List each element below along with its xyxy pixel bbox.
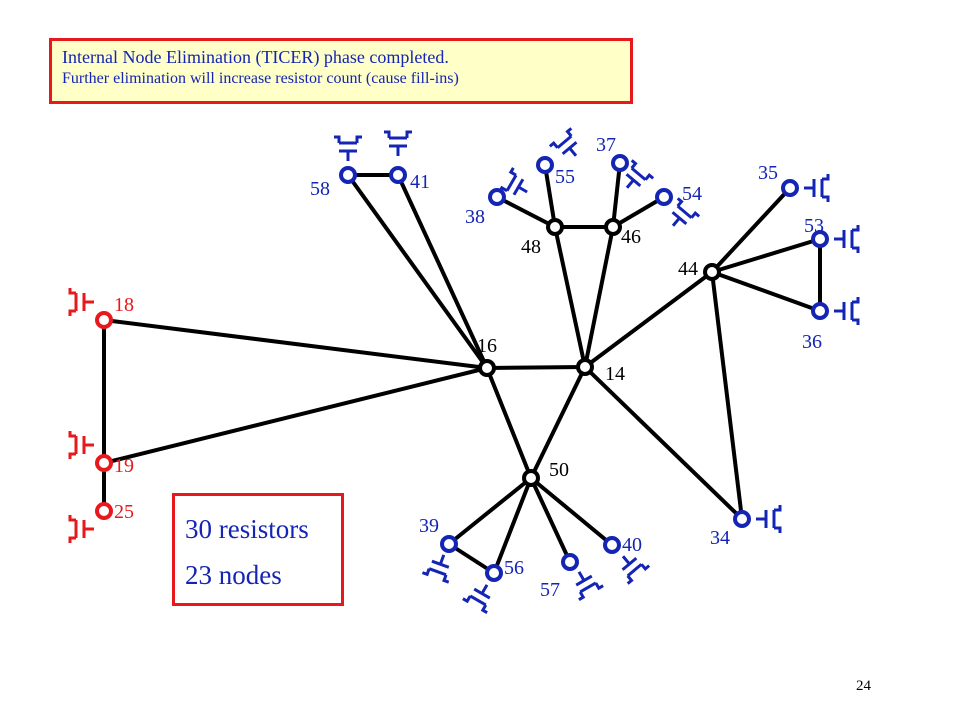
note-subtitle: Further elimination will increase resist… — [62, 70, 459, 87]
note-title: Internal Node Elimination (TICER) phase … — [62, 47, 449, 67]
node-label-56: 56 — [504, 557, 524, 579]
edge-44-53 — [710, 237, 822, 274]
node-34 — [733, 510, 751, 528]
node-label-41: 41 — [410, 171, 430, 193]
resistor-count: 30 resistors — [185, 514, 309, 544]
node-label-55: 55 — [555, 166, 575, 188]
node-44 — [703, 263, 721, 281]
node-label-50: 50 — [549, 459, 569, 481]
node-label-35: 35 — [758, 162, 778, 184]
node-label-54: 54 — [682, 183, 702, 205]
node-46 — [604, 218, 622, 236]
labels-layer: 16 14 50 48 46 44 58 41 38 55 37 54 35 53 36 34 39 56 57 40… — [114, 134, 824, 601]
node-label-25: 25 — [114, 501, 134, 523]
transistor-symbol-53 — [834, 225, 860, 253]
node-label-48: 48 — [521, 236, 541, 258]
node-58 — [339, 166, 357, 184]
transistor-symbol-56 — [462, 584, 491, 614]
node-label-38: 38 — [465, 206, 485, 228]
node-37 — [611, 154, 629, 172]
transistor-symbol-40 — [621, 555, 651, 585]
stats-box: 30 resistors 23 nodes — [172, 493, 344, 606]
transistor-symbols-layer — [68, 127, 860, 614]
edge-50-40 — [529, 476, 614, 547]
node-label-39: 39 — [419, 515, 439, 537]
edge-48-55 — [543, 163, 557, 229]
node-count: 23 nodes — [185, 560, 282, 590]
transistor-symbol-37 — [625, 159, 655, 189]
node-41 — [389, 166, 407, 184]
edge-44-36 — [710, 270, 822, 313]
edge-50-39 — [447, 476, 533, 546]
transistor-symbol-36 — [834, 297, 860, 325]
node-label-46: 46 — [621, 226, 641, 248]
transistor-symbol-58 — [334, 135, 362, 161]
node-56 — [485, 564, 503, 582]
node-label-44: 44 — [678, 258, 698, 280]
node-label-40: 40 — [622, 534, 642, 556]
edge-48-38 — [495, 195, 557, 229]
edge-18-16 — [102, 318, 489, 370]
transistor-symbol-19 — [68, 431, 94, 459]
transistor-symbol-41 — [384, 130, 412, 156]
edge-41-16 — [396, 173, 489, 370]
edge-44-35 — [710, 186, 792, 274]
node-38 — [488, 188, 506, 206]
nodes-layer — [95, 154, 829, 582]
node-label-16: 16 — [477, 335, 497, 357]
node-label-19: 19 — [114, 455, 134, 477]
node-14 — [576, 358, 594, 376]
node-label-57: 57 — [540, 579, 560, 601]
node-57 — [561, 553, 579, 571]
edge-14-34 — [583, 365, 744, 521]
transistor-symbol-39 — [421, 554, 450, 584]
node-53 — [811, 230, 829, 248]
node-19 — [95, 454, 113, 472]
transistor-symbol-57 — [575, 571, 604, 601]
node-36 — [811, 302, 829, 320]
edge-44-34 — [710, 270, 744, 521]
node-label-58: 58 — [310, 178, 330, 200]
edges-layer — [102, 161, 822, 575]
edge-14-44 — [583, 270, 714, 369]
edge-14-50 — [529, 365, 587, 480]
edge-50-56 — [492, 476, 533, 575]
transistor-symbol-35 — [804, 174, 830, 202]
node-18 — [95, 311, 113, 329]
transistor-symbol-18 — [68, 288, 94, 316]
node-35 — [781, 179, 799, 197]
node-label-34: 34 — [710, 527, 730, 549]
edge-58-16 — [346, 173, 489, 370]
info-note-box: Internal Node Elimination (TICER) phase … — [49, 38, 633, 104]
node-54 — [655, 188, 673, 206]
node-55 — [536, 156, 554, 174]
node-label-18: 18 — [114, 294, 134, 316]
node-label-36: 36 — [802, 331, 822, 353]
transistor-symbol-34 — [756, 505, 782, 533]
edge-16-14 — [485, 365, 587, 370]
node-label-53: 53 — [804, 215, 824, 237]
edge-46-54 — [611, 195, 666, 229]
node-48 — [546, 218, 564, 236]
transistor-symbol-55 — [548, 127, 578, 157]
edge-46-37 — [611, 161, 622, 229]
edge-19-16 — [102, 366, 489, 465]
transistor-symbol-54 — [671, 197, 701, 227]
edge-14-46 — [583, 225, 615, 369]
edge-50-57 — [529, 476, 572, 564]
node-label-14: 14 — [605, 363, 625, 385]
page-number: 24 — [856, 678, 871, 694]
edge-14-48 — [553, 225, 587, 369]
transistor-symbol-25 — [68, 515, 94, 543]
node-16 — [478, 359, 496, 377]
edge-16-50 — [485, 366, 533, 480]
node-40 — [603, 536, 621, 554]
node-39 — [440, 535, 458, 553]
node-50 — [522, 469, 540, 487]
node-25 — [95, 502, 113, 520]
node-label-37: 37 — [596, 134, 616, 156]
